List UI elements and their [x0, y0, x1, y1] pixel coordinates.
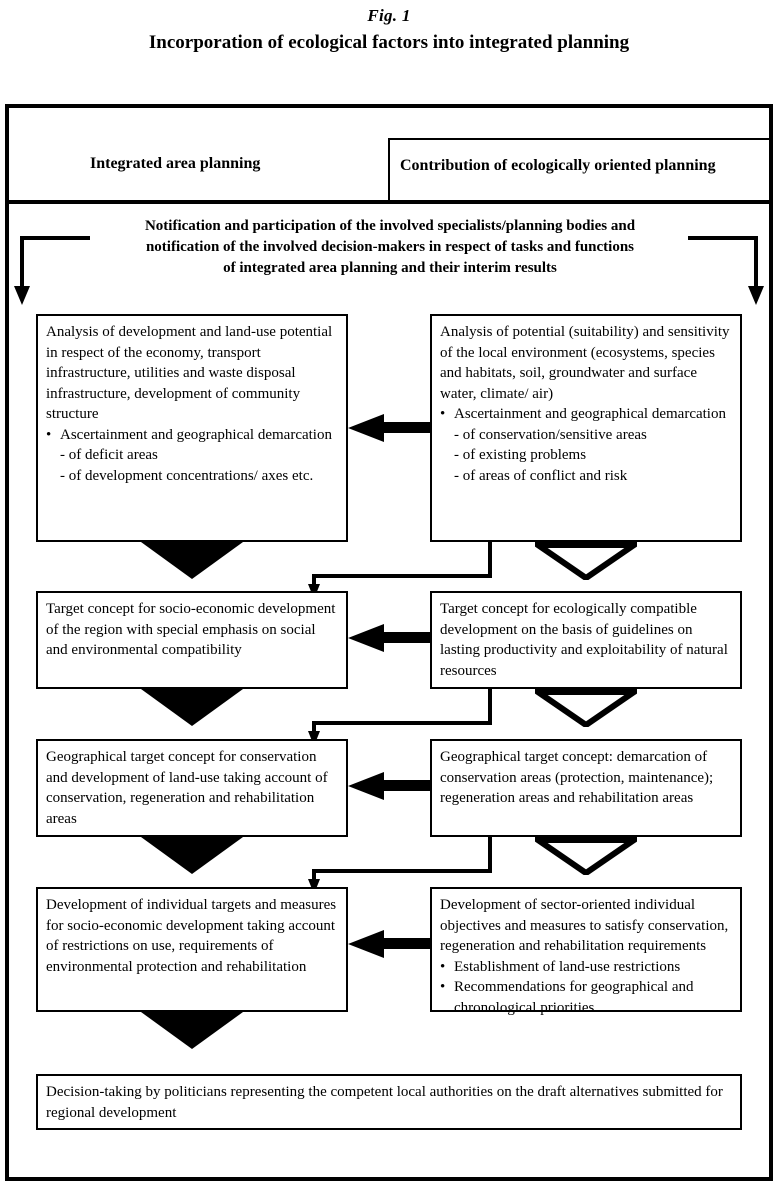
box-row4-right-body: Development of sector-oriented individua…: [440, 897, 729, 954]
connector-banner-to-right-column-vertical: [754, 236, 758, 290]
box-row1-right-body: Analysis of potential (suitability) and …: [440, 324, 730, 402]
box-row1-left-dash-0: - of deficit areas: [60, 447, 158, 463]
box-row3-right: Geographical target concept: demarcation…: [430, 739, 742, 837]
connector-banner-to-left-column-vertical: [20, 236, 24, 290]
box-row2-right-body: Target concept for ecologically compatib…: [440, 601, 728, 679]
column-header-ecological-contribution-label: Contribution of ecologically oriented pl…: [400, 157, 716, 174]
column-header-ecological-contribution-box: Contribution of ecologically oriented pl…: [388, 138, 773, 202]
flow-triangle-left-2: [141, 689, 243, 726]
box-row1-right-dash-0: - of conservation/sensitive areas: [454, 426, 647, 443]
connector-banner-to-right-column-horizontal: [688, 236, 758, 240]
box-row1-left-dash-1: - of development concentrations/ axes et…: [60, 467, 314, 484]
arrowhead-banner-to-left-column: [12, 286, 32, 311]
box-row1-left: Analysis of development and land-use pot…: [36, 314, 348, 542]
connector-banner-to-left-column-horizontal: [20, 236, 90, 240]
box-row4-right-bullet-0: Establishment of land-use restrictions: [440, 957, 732, 978]
notification-banner: Notification and participation of the in…: [60, 216, 720, 279]
cross-connector-2-vertical-left: [312, 721, 316, 735]
flow-triangle-left-4: [141, 1012, 243, 1049]
cross-connector-3-vertical-left: [312, 869, 316, 883]
box-row1-right-bullet-0: Ascertainment and geographical demarcati…: [440, 404, 732, 425]
arrow-row4-right-to-left: [348, 930, 430, 962]
box-row2-right: Target concept for ecologically compatib…: [430, 591, 742, 689]
box-row1-left-bullet-0: Ascertainment and geographical demarcati…: [46, 425, 338, 446]
box-row4-right-bullet-1: Recommendations for geographical and chr…: [440, 977, 732, 1018]
box-row1-left-body: Analysis of development and land-use pot…: [46, 324, 333, 422]
cross-arrowhead-2: [307, 731, 321, 747]
column-header-integrated-area-planning: Integrated area planning: [90, 155, 261, 172]
arrow-row3-right-to-left: [348, 772, 430, 804]
cross-connector-3-vertical-right: [488, 837, 492, 873]
cross-connector-1-vertical-right: [488, 542, 492, 578]
arrowhead-banner-to-right-column: [746, 286, 766, 311]
box-row1-right-dash-1: - of existing problems: [454, 447, 587, 463]
box-row1-right-dash-2: - of areas of conflict and risk: [454, 467, 628, 484]
figure-title: Incorporation of ecological factors into…: [148, 32, 630, 53]
box-row3-right-body: Geographical target concept: demarcation…: [440, 749, 714, 806]
figure-label: Fig. 1: [367, 6, 411, 25]
cross-connector-1-vertical-left: [312, 574, 316, 588]
cross-connector-3-horizontal: [312, 869, 492, 873]
cross-connector-2-vertical-right: [488, 689, 492, 725]
box-row2-left-body: Target concept for socio-economic develo…: [46, 601, 336, 658]
box-row4-left: Development of individual targets and me…: [36, 887, 348, 1012]
box-decision-body: Decision-taking by politicians represent…: [46, 1084, 723, 1121]
notification-line-3: of integrated area planning and their in…: [223, 260, 557, 276]
cross-arrowhead-3: [307, 879, 321, 895]
box-row4-right: Development of sector-oriented individua…: [430, 887, 742, 1016]
flow-triangle-left-3: [141, 837, 243, 874]
flow-triangle-left-1: [141, 542, 243, 579]
box-decision: Decision-taking by politicians represent…: [36, 1074, 742, 1130]
notification-line-2: notification of the involved decision-ma…: [145, 239, 635, 255]
box-row3-left: Geographical target concept for conserva…: [36, 739, 348, 837]
notification-line-1: Notification and participation of the in…: [144, 218, 636, 234]
box-row1-right: Analysis of potential (suitability) and …: [430, 314, 742, 542]
diagram-frame: [5, 104, 773, 1181]
box-row4-left-body: Development of individual targets and me…: [46, 897, 337, 975]
header-divider: [5, 200, 773, 204]
box-row2-left: Target concept for socio-economic develo…: [36, 591, 348, 689]
cross-connector-1-horizontal: [312, 574, 492, 578]
box-row3-left-body: Geographical target concept for conserva…: [46, 749, 328, 827]
arrow-row2-right-to-left: [348, 624, 430, 656]
cross-connector-2-horizontal: [312, 721, 492, 725]
arrow-row1-right-to-left: [348, 414, 430, 446]
